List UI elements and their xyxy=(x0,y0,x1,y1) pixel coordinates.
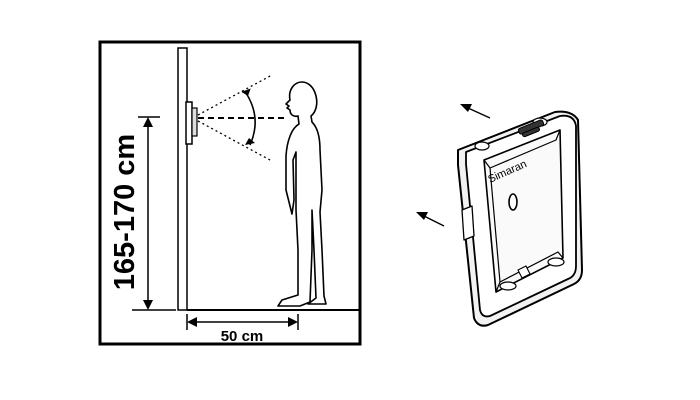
diagram-frame xyxy=(98,40,362,346)
arrow-upper-icon xyxy=(460,104,472,112)
camera-view-lines xyxy=(197,74,286,161)
person-figure xyxy=(277,81,327,307)
height-label: 165-170 cm xyxy=(109,134,141,290)
distance-arrow-right-icon xyxy=(288,317,298,327)
arrow-lower-icon xyxy=(416,212,428,220)
installation-diagram: 165-170 cm 50 cm xyxy=(98,40,362,346)
arc-arrow-down-icon xyxy=(245,138,255,145)
mounting-screw-slot xyxy=(508,193,518,211)
wall xyxy=(177,47,188,311)
mounting-box xyxy=(457,110,583,327)
direction-arrows xyxy=(416,104,491,227)
distance-arrow-left-icon xyxy=(187,317,197,327)
height-dimension xyxy=(132,116,176,311)
distance-dimension xyxy=(186,314,299,330)
arc-arrow-up-icon xyxy=(241,88,251,96)
bottom-notch xyxy=(517,265,531,279)
height-arrow-down-icon xyxy=(143,300,153,310)
view-angle-arc xyxy=(241,88,256,146)
conduit-knockout-side xyxy=(461,205,475,241)
door-station-unit xyxy=(185,101,198,145)
height-arrow-up-icon xyxy=(143,117,153,127)
distance-label: 50 cm xyxy=(221,328,264,345)
conduit-knockout-top xyxy=(517,119,545,138)
